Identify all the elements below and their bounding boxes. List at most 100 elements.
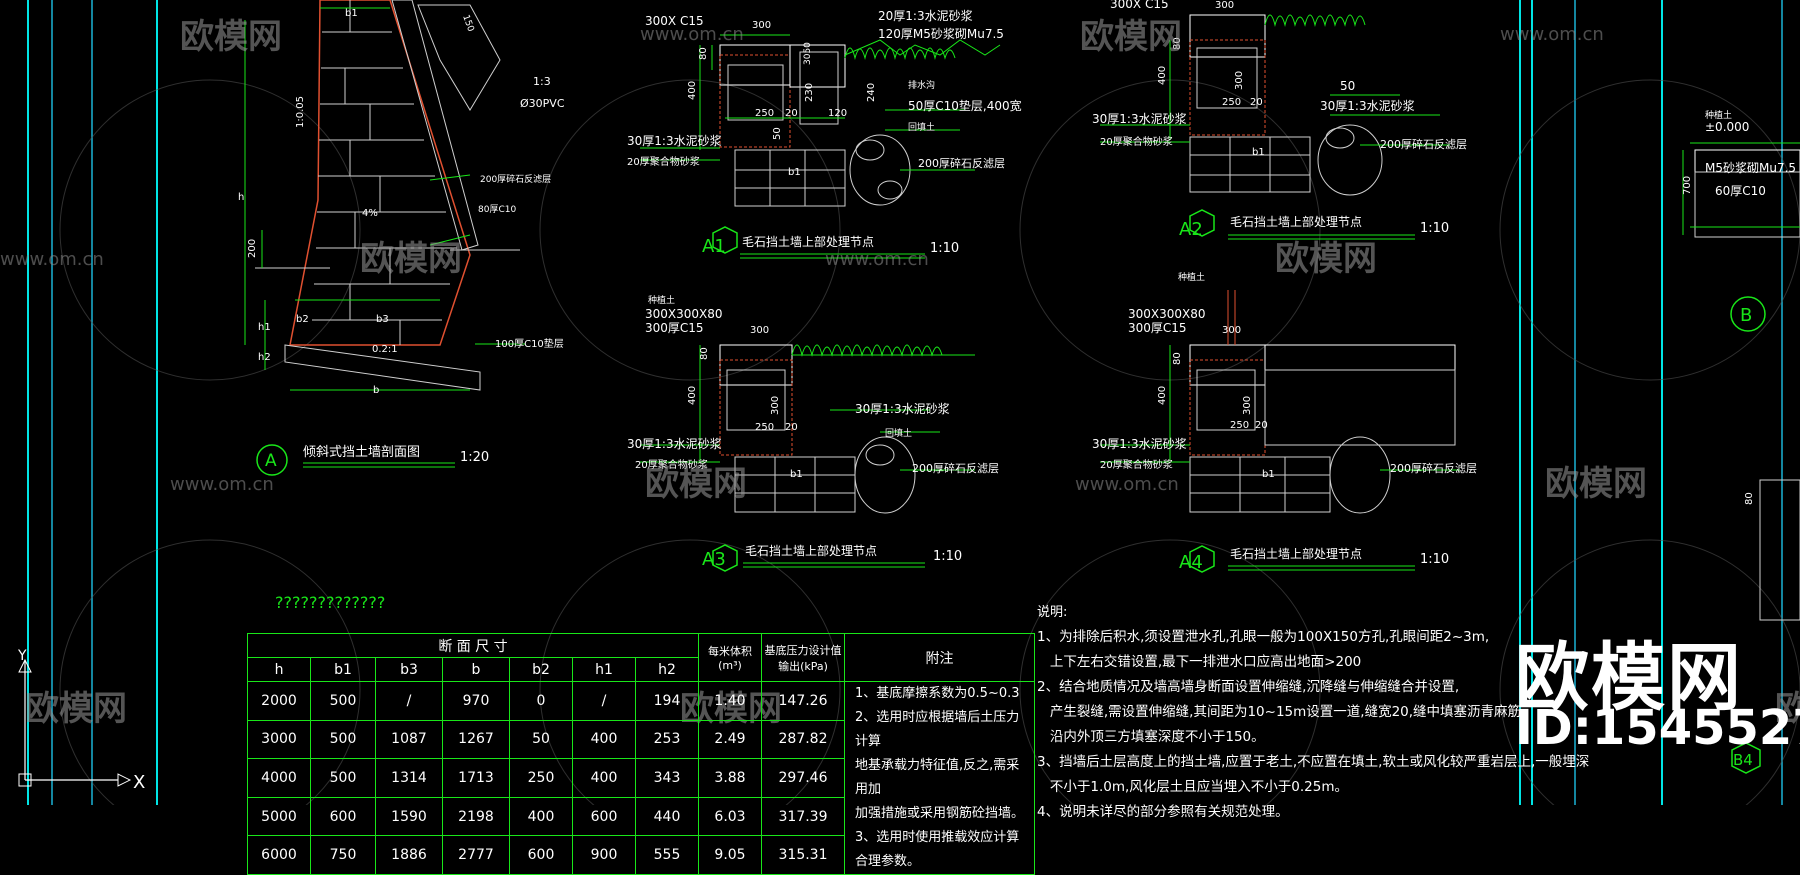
brand-id-text: ID:1545527 — [1515, 700, 1800, 756]
a1-dim-300: 300 — [752, 20, 771, 31]
a1-cap-label: 300X C15 — [645, 14, 704, 28]
cad-drawing-canvas[interactable]: b1 1:0.05 4% h 200 h1 h2 b2 b3 0.2:1 b 1… — [0, 0, 1800, 805]
table-cell: 400 — [509, 796, 573, 837]
a2-dim-50: 50 — [1340, 79, 1355, 93]
table-cell: 1314 — [375, 758, 443, 798]
detail-a4-scale: 1:10 — [1420, 552, 1449, 567]
a1-dim-240: 240 — [866, 83, 877, 102]
notes-heading: 说明: — [1037, 605, 1068, 620]
a2-mortar-label: 30厚1:3水泥砂浆 — [1320, 98, 1415, 113]
dim-150-label: 150 — [460, 14, 475, 34]
table-cell: 6000 — [247, 835, 311, 875]
detail-a2[interactable]: 300X C15 300 80 400 300 250 20 50 30厚1:3… — [1092, 0, 1467, 240]
ucs-y-label: Y — [17, 648, 27, 664]
dim-b1-label: b1 — [345, 8, 358, 19]
a4-mortar30-label: 30厚1:3水泥砂浆 — [1092, 436, 1187, 451]
a4-note: 种植土 — [1178, 271, 1205, 283]
detail-a-section[interactable]: b1 1:0.05 4% h 200 h1 h2 b2 b3 0.2:1 b 1… — [238, 0, 565, 476]
a1-soil-label: 回填土 — [908, 121, 935, 133]
a4-dim-b1: b1 — [1262, 469, 1275, 480]
a1-dim-250: 250 — [755, 108, 774, 119]
watermark-url-4: www.om.cn — [825, 249, 929, 270]
table-cell: 9.05 — [698, 835, 762, 875]
watermark-logo-9: 欧模网 — [1775, 689, 1800, 729]
a4-dim-300: 300 — [1222, 325, 1241, 336]
table-cell: 194 — [635, 681, 699, 721]
watermark-logo-2: 欧模网 — [1080, 17, 1182, 57]
design-notes: 说明: 1、为排除后积水,须设置泄水孔,孔眼一般为100X150方孔,孔眼间距2… — [1037, 600, 1589, 825]
dim-h-label: h — [238, 192, 244, 203]
table-cell: 750 — [310, 835, 376, 875]
a1-dim-50: 50 — [772, 127, 783, 140]
watermark-logo-6: 欧模网 — [1545, 464, 1647, 504]
table-cell: 315.31 — [761, 835, 845, 875]
a1-dim-b1: b1 — [788, 167, 801, 178]
a3-c15-label: 300厚C15 — [645, 321, 704, 335]
table-header-cell: b3 — [375, 657, 443, 682]
watermark-logo-4: 欧模网 — [1275, 239, 1377, 279]
dim-b2-label: b2 — [296, 314, 309, 325]
a3-dim-b1: b1 — [790, 469, 803, 480]
detail-a4-title: 毛石挡土墙上部处理节点 — [1230, 546, 1362, 561]
table-header-cell: b — [442, 657, 510, 682]
b-elev-note: 种植土 — [1705, 109, 1732, 121]
a3-note: 种植土 — [648, 294, 675, 306]
detail-a1[interactable]: 300X C15 300 80 400 3050 250 20 120 230 … — [627, 8, 1022, 259]
detail-b-partial[interactable]: 种植土 ±0.000 M5砂浆砌Mu7.5 60厚C10 700 B 80 B4 — [1682, 109, 1800, 774]
table-cell: 297.46 — [761, 758, 845, 798]
a1-mortar-label: 20厚1:3水泥砂浆 — [878, 8, 973, 23]
detail-a3[interactable]: 种植土 300X300X80 300厚C15 300 80 400 300 25… — [627, 294, 999, 572]
a1-dim-3050: 3050 — [803, 42, 813, 65]
a1-dim-20: 20 — [785, 108, 798, 119]
a3-gravel-label: 200厚碎石反滤层 — [912, 461, 999, 475]
a3-cap-label: 300X300X80 — [645, 307, 723, 321]
base-slope-label: 0.2:1 — [372, 344, 398, 355]
mortar-label: 1:3 — [533, 75, 551, 88]
pvc-label: Ø30PVC — [520, 97, 565, 110]
watermark-logo-7: 欧模网 — [25, 689, 127, 729]
a3-dim-80: 80 — [699, 347, 710, 360]
ucs-x-label: X — [133, 772, 145, 793]
detail-a4[interactable]: 种植土 300X300X80 300厚C15 300 80 400 300 25… — [1092, 271, 1477, 573]
table-cell: 440 — [635, 796, 699, 837]
a1-c10-label: 50厚C10垫层,400宽 — [908, 98, 1022, 113]
table-note-line: 1、基底摩擦系数为0.5~0.3 — [855, 686, 1020, 701]
a1-dim-120: 120 — [828, 108, 847, 119]
a4-dim-250: 250 — [1230, 420, 1249, 431]
detail-a1-marker: A1 — [702, 236, 726, 257]
a3-dim-250: 250 — [755, 422, 774, 433]
a2-dim-b1: b1 — [1252, 147, 1265, 158]
dim-b3-label: b3 — [376, 314, 389, 325]
a3-dim-20: 20 — [785, 422, 798, 433]
detail-a-title: 倾斜式挡土墙剖面图 — [303, 445, 420, 460]
table-header-cell: h — [247, 657, 311, 682]
b-c10-label: 60厚C10 — [1715, 184, 1766, 198]
detail-a2-marker: A2 — [1179, 219, 1203, 240]
b-dim-700: 700 — [1682, 176, 1693, 195]
detail-a1-scale: 1:10 — [930, 241, 959, 256]
table-col-note: 附注 — [844, 633, 1035, 682]
table-cell: / — [572, 681, 636, 721]
detail-a3-title: 毛石挡土墙上部处理节点 — [745, 543, 877, 558]
table-cell: 2000 — [247, 681, 311, 721]
watermark-url-1: www.om.cn — [640, 24, 744, 45]
table-note-line: 2、选用时应根据墙后土压力计算 — [855, 710, 1020, 749]
table-cell: 2777 — [442, 835, 510, 875]
a2-cap-label: 300X C15 — [1110, 0, 1169, 11]
detail-a-scale: 1:20 — [460, 450, 489, 465]
table-cell: 0 — [509, 681, 573, 721]
a4-dim-300-v: 300 — [1242, 396, 1253, 415]
table-cell: / — [375, 681, 443, 721]
a1-gravel-label: 200厚碎石反滤层 — [918, 156, 1005, 170]
detail-a4-marker: A4 — [1179, 552, 1203, 573]
brand-logo-text: 欧模网 — [1515, 635, 1743, 721]
a2-dim-400: 400 — [1157, 66, 1168, 85]
table-cell: 1087 — [375, 719, 443, 760]
table-cell: 6.03 — [698, 796, 762, 837]
table-cell: 287.82 — [761, 719, 845, 760]
a1-dim-80: 80 — [698, 47, 709, 60]
table-col-volume-unit: (m³) — [718, 659, 742, 672]
table-cell: 343 — [635, 758, 699, 798]
